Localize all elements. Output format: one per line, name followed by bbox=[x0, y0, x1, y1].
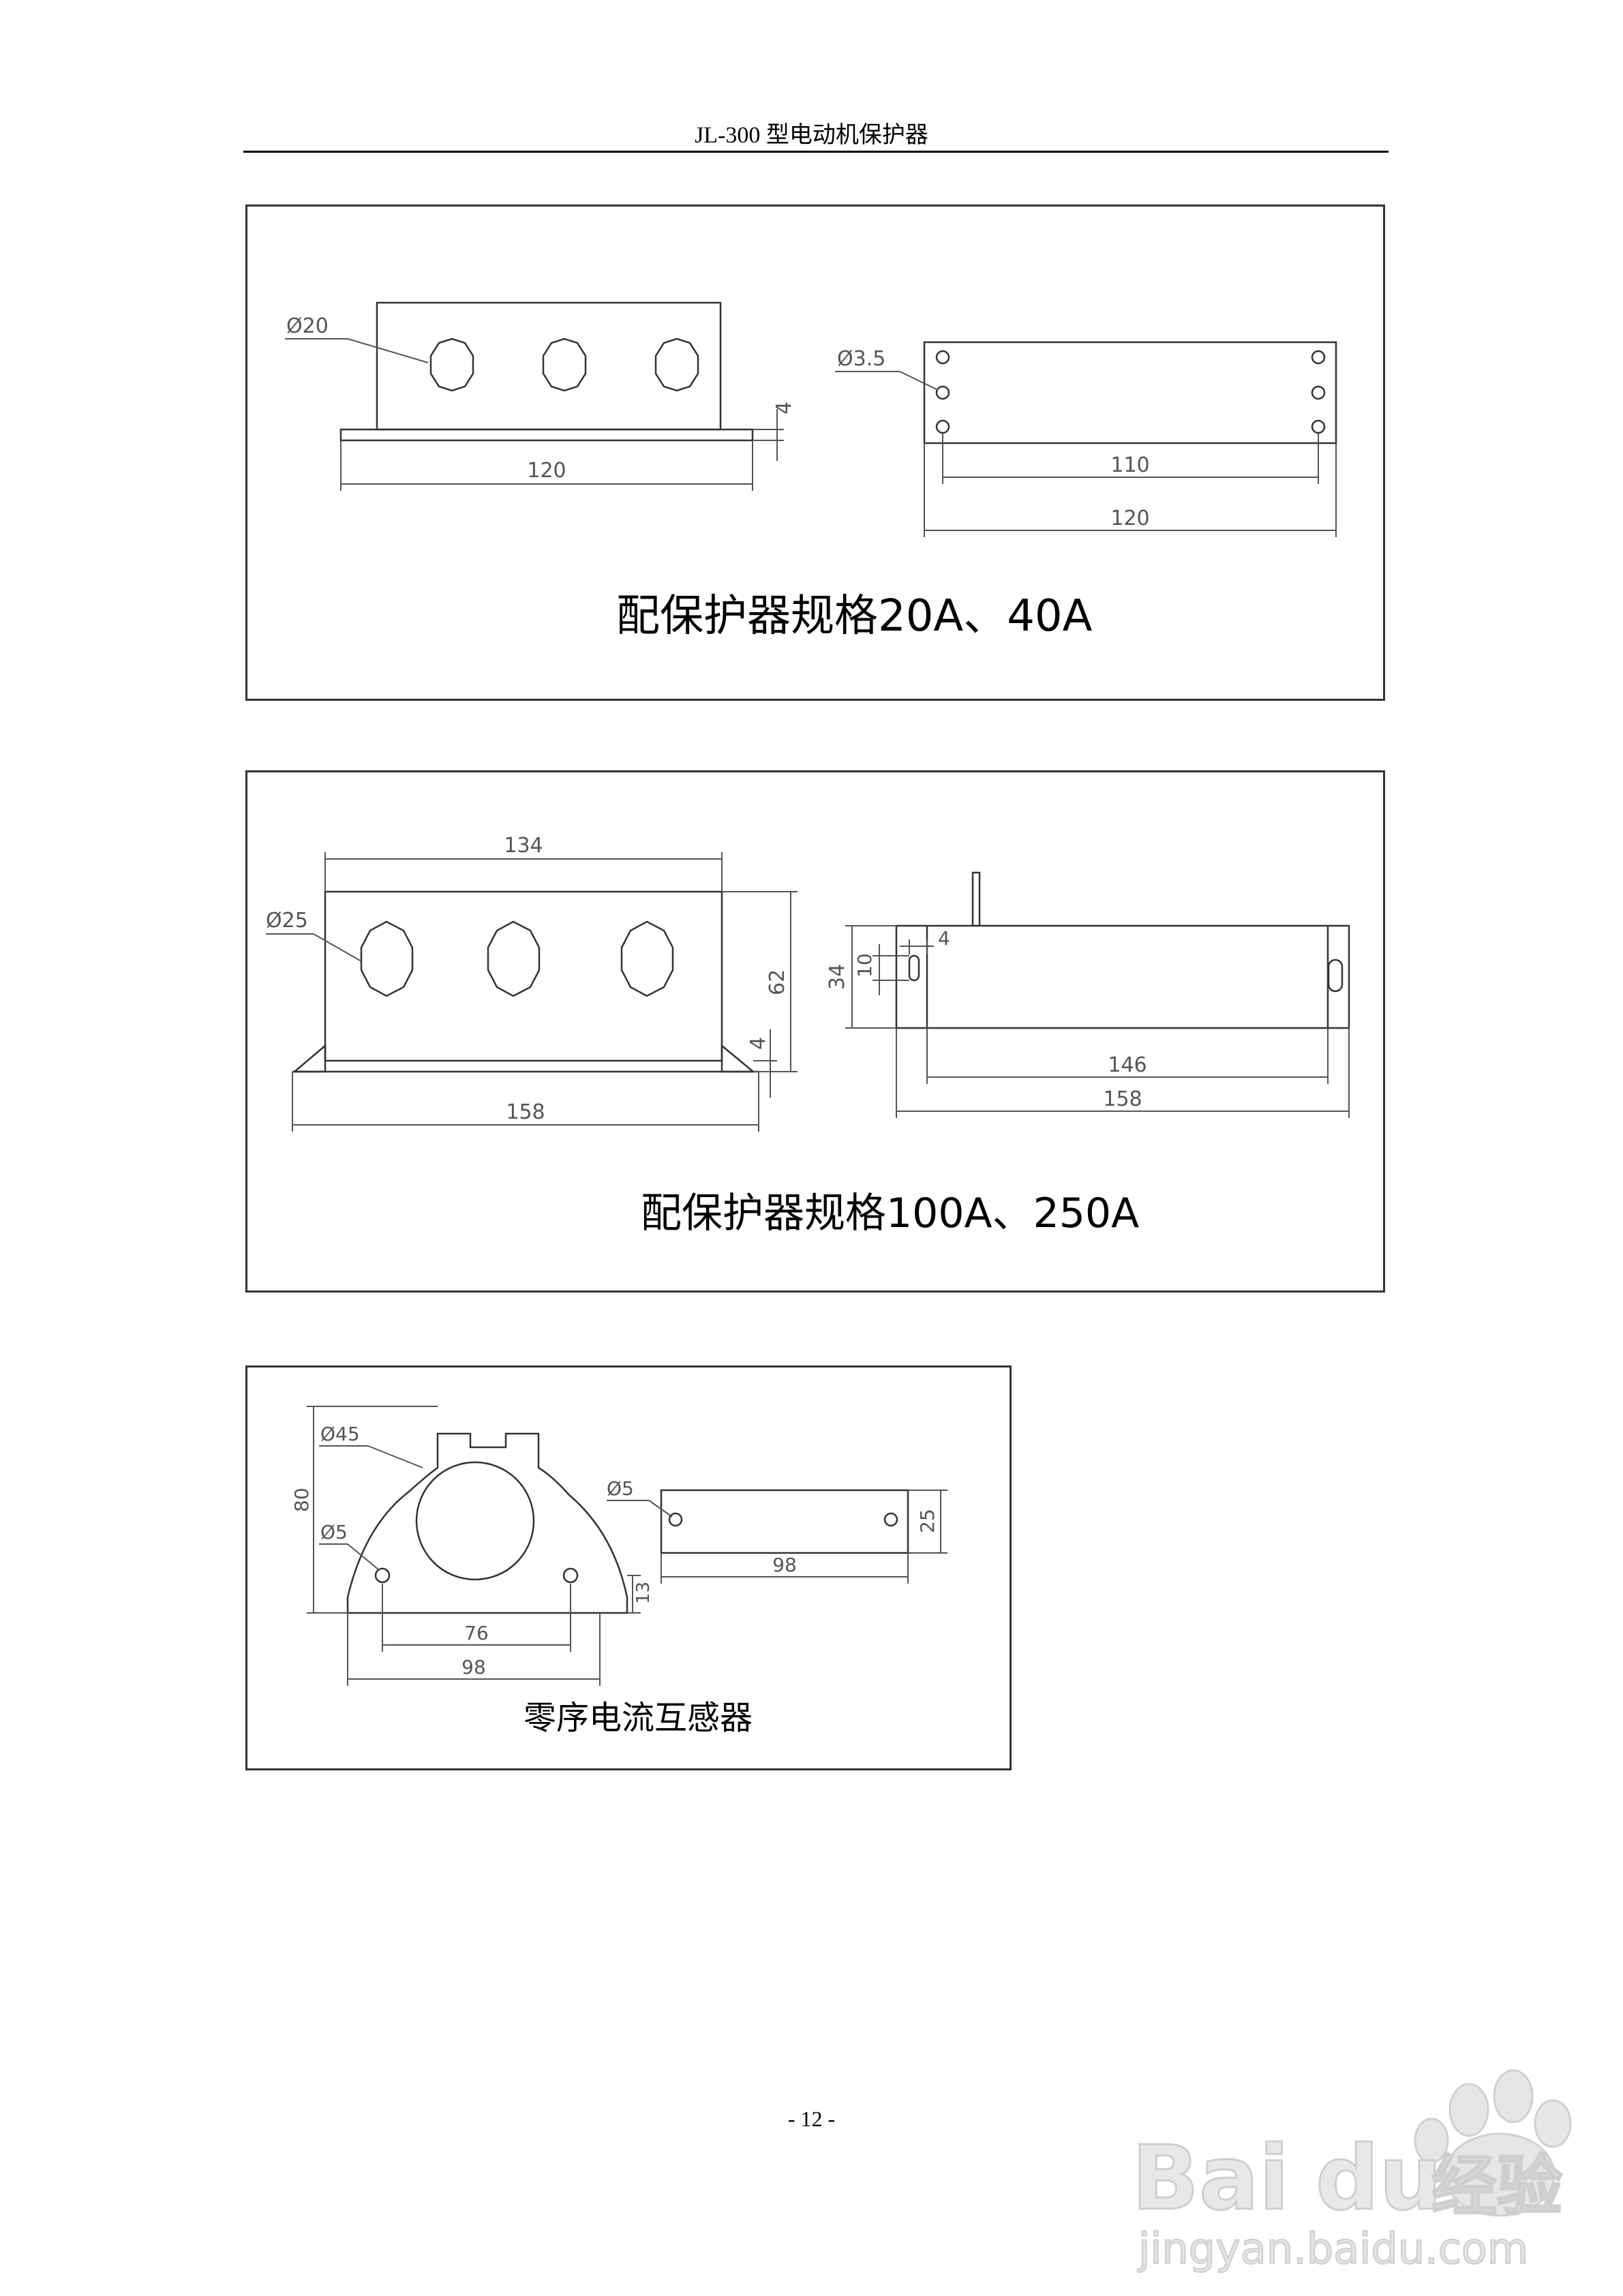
ct-hole-1 bbox=[360, 920, 414, 997]
mount-hole bbox=[1311, 419, 1326, 434]
panel-caption: 配保护器规格20A、40A bbox=[616, 591, 1093, 641]
ct-front-view bbox=[339, 301, 754, 442]
ct-base bbox=[339, 428, 754, 442]
zct-width-label: 98 bbox=[461, 1656, 486, 1678]
ct-plate bbox=[923, 341, 1337, 444]
zct-plate-hole-left bbox=[668, 1512, 683, 1527]
ct-top-dims bbox=[835, 371, 1337, 537]
zct-bore bbox=[415, 1461, 535, 1581]
ct-top-width-label: 134 bbox=[504, 834, 543, 858]
ct-hole-2 bbox=[487, 920, 541, 997]
drawing-zero-sequence-ct: Ø45 80 Ø5 13 76 98 Ø5 25 98 零序电流互感器 bbox=[245, 1365, 1012, 1770]
ct-side-view bbox=[895, 871, 1350, 1029]
drawing-20a-40a: Ø20 4 120 Ø3.5 110 120 配保护器规格20A、40A bbox=[245, 205, 1385, 701]
zct-body bbox=[346, 1432, 628, 1614]
plate-hole-span-label: 110 bbox=[1110, 453, 1149, 477]
ct-thickness-label: 4 bbox=[772, 402, 796, 414]
svg-text:du: du bbox=[1316, 2126, 1442, 2230]
zct-front-view bbox=[346, 1432, 628, 1614]
mount-hole bbox=[935, 419, 950, 434]
ct-side-width-label: 158 bbox=[1103, 1087, 1142, 1111]
panel-border bbox=[245, 205, 1385, 701]
ct-slot-left bbox=[908, 954, 920, 982]
mount-hole bbox=[1311, 385, 1326, 400]
ct-body bbox=[324, 890, 723, 1062]
mount-hole bbox=[1311, 350, 1326, 365]
ct-side-height-label: 34 bbox=[825, 964, 849, 990]
zct-hole-dia-label: Ø5 bbox=[320, 1521, 348, 1543]
zct-top-dims bbox=[607, 1490, 947, 1584]
ct-body bbox=[376, 301, 722, 431]
mount-hole bbox=[935, 350, 950, 365]
plate-width-label: 120 bbox=[1110, 507, 1149, 530]
panel-border bbox=[245, 770, 1385, 1293]
ct-slot-span-label: 146 bbox=[1108, 1053, 1147, 1077]
ct-foot-left bbox=[292, 1044, 327, 1073]
ct-width-label: 158 bbox=[506, 1100, 545, 1124]
figure-panel-100a-250a: 134 Ø25 62 4 158 4 10 34 146 158 配保护器规格1… bbox=[245, 770, 1385, 1293]
zct-plate-hole-dia-label: Ø5 bbox=[607, 1477, 634, 1500]
ct-width-label: 120 bbox=[527, 459, 566, 483]
ct-hole-dia-label: Ø25 bbox=[266, 909, 308, 933]
drawing-100a-250a: 134 Ø25 62 4 158 4 10 34 146 158 配保护器规格1… bbox=[245, 770, 1385, 1293]
ct-top-view bbox=[923, 341, 1337, 444]
ct-side-dims bbox=[845, 925, 1350, 1118]
zct-mount-hole-left bbox=[374, 1567, 391, 1584]
svg-text:Bai: Bai bbox=[1132, 2126, 1289, 2230]
figure-panel-20a-40a: Ø20 4 120 Ø3.5 110 120 配保护器规格20A、40A bbox=[245, 205, 1385, 701]
ct-slot bbox=[1327, 958, 1344, 993]
figure-panel-zero-sequence-ct: Ø45 80 Ø5 13 76 98 Ø5 25 98 零序电流互感器 bbox=[245, 1365, 1012, 1770]
page-number: - 12 - bbox=[787, 2106, 836, 2131]
header-rule bbox=[243, 151, 1389, 153]
ct-slot-label: 10 bbox=[853, 953, 876, 978]
plate-hole-dia-label: Ø3.5 bbox=[837, 347, 885, 371]
baidu-watermark-logo: Bai du 经验 jingyan.baidu.com bbox=[1111, 2059, 1602, 2277]
ct-terminal bbox=[971, 871, 981, 927]
svg-text:jingyan.baidu.com: jingyan.baidu.com bbox=[1137, 2224, 1528, 2274]
zct-height-label: 80 bbox=[290, 1487, 313, 1512]
zct-top-view bbox=[660, 1489, 909, 1554]
zct-plate bbox=[660, 1489, 909, 1554]
ct-front-dims bbox=[285, 338, 784, 491]
panel-border bbox=[245, 1365, 1012, 1770]
ct-foot-right bbox=[721, 1044, 756, 1073]
panel-caption: 配保护器规格100A、250A bbox=[641, 1190, 1139, 1237]
zct-hole-span-label: 76 bbox=[464, 1622, 489, 1644]
ct-thickness-label: 4 bbox=[746, 1037, 770, 1050]
zct-plate-width-label: 98 bbox=[772, 1554, 797, 1576]
paw-icon: Bai du 经验 jingyan.baidu.com bbox=[1131, 2069, 1572, 2274]
svg-text:经验: 经验 bbox=[1431, 2148, 1562, 2224]
ct-hole-3 bbox=[620, 920, 674, 997]
ct-hole-2 bbox=[542, 337, 587, 392]
zct-bore-dia-label: Ø45 bbox=[320, 1423, 360, 1445]
zct-hole-height-label: 13 bbox=[633, 1582, 654, 1604]
ct-hole-3 bbox=[654, 337, 699, 392]
zct-plate-hole-right bbox=[883, 1512, 898, 1527]
ct-tab-label: 4 bbox=[938, 927, 950, 950]
ct-hole-dia-label: Ø20 bbox=[286, 314, 329, 338]
zct-plate-height-label: 25 bbox=[916, 1509, 939, 1533]
zct-front-dims bbox=[307, 1406, 641, 1686]
mount-hole bbox=[935, 385, 950, 400]
ct-hole-1 bbox=[429, 337, 474, 392]
ct-height-label: 62 bbox=[765, 969, 789, 995]
ct-front-dims bbox=[266, 852, 798, 1132]
zct-mount-hole-right bbox=[562, 1567, 579, 1584]
ct-side-body bbox=[895, 924, 1350, 1029]
ct-front-view bbox=[292, 890, 759, 1073]
page-header: JL-300 型电动机保护器 bbox=[695, 123, 928, 148]
panel-caption: 零序电流互感器 bbox=[524, 1699, 753, 1737]
